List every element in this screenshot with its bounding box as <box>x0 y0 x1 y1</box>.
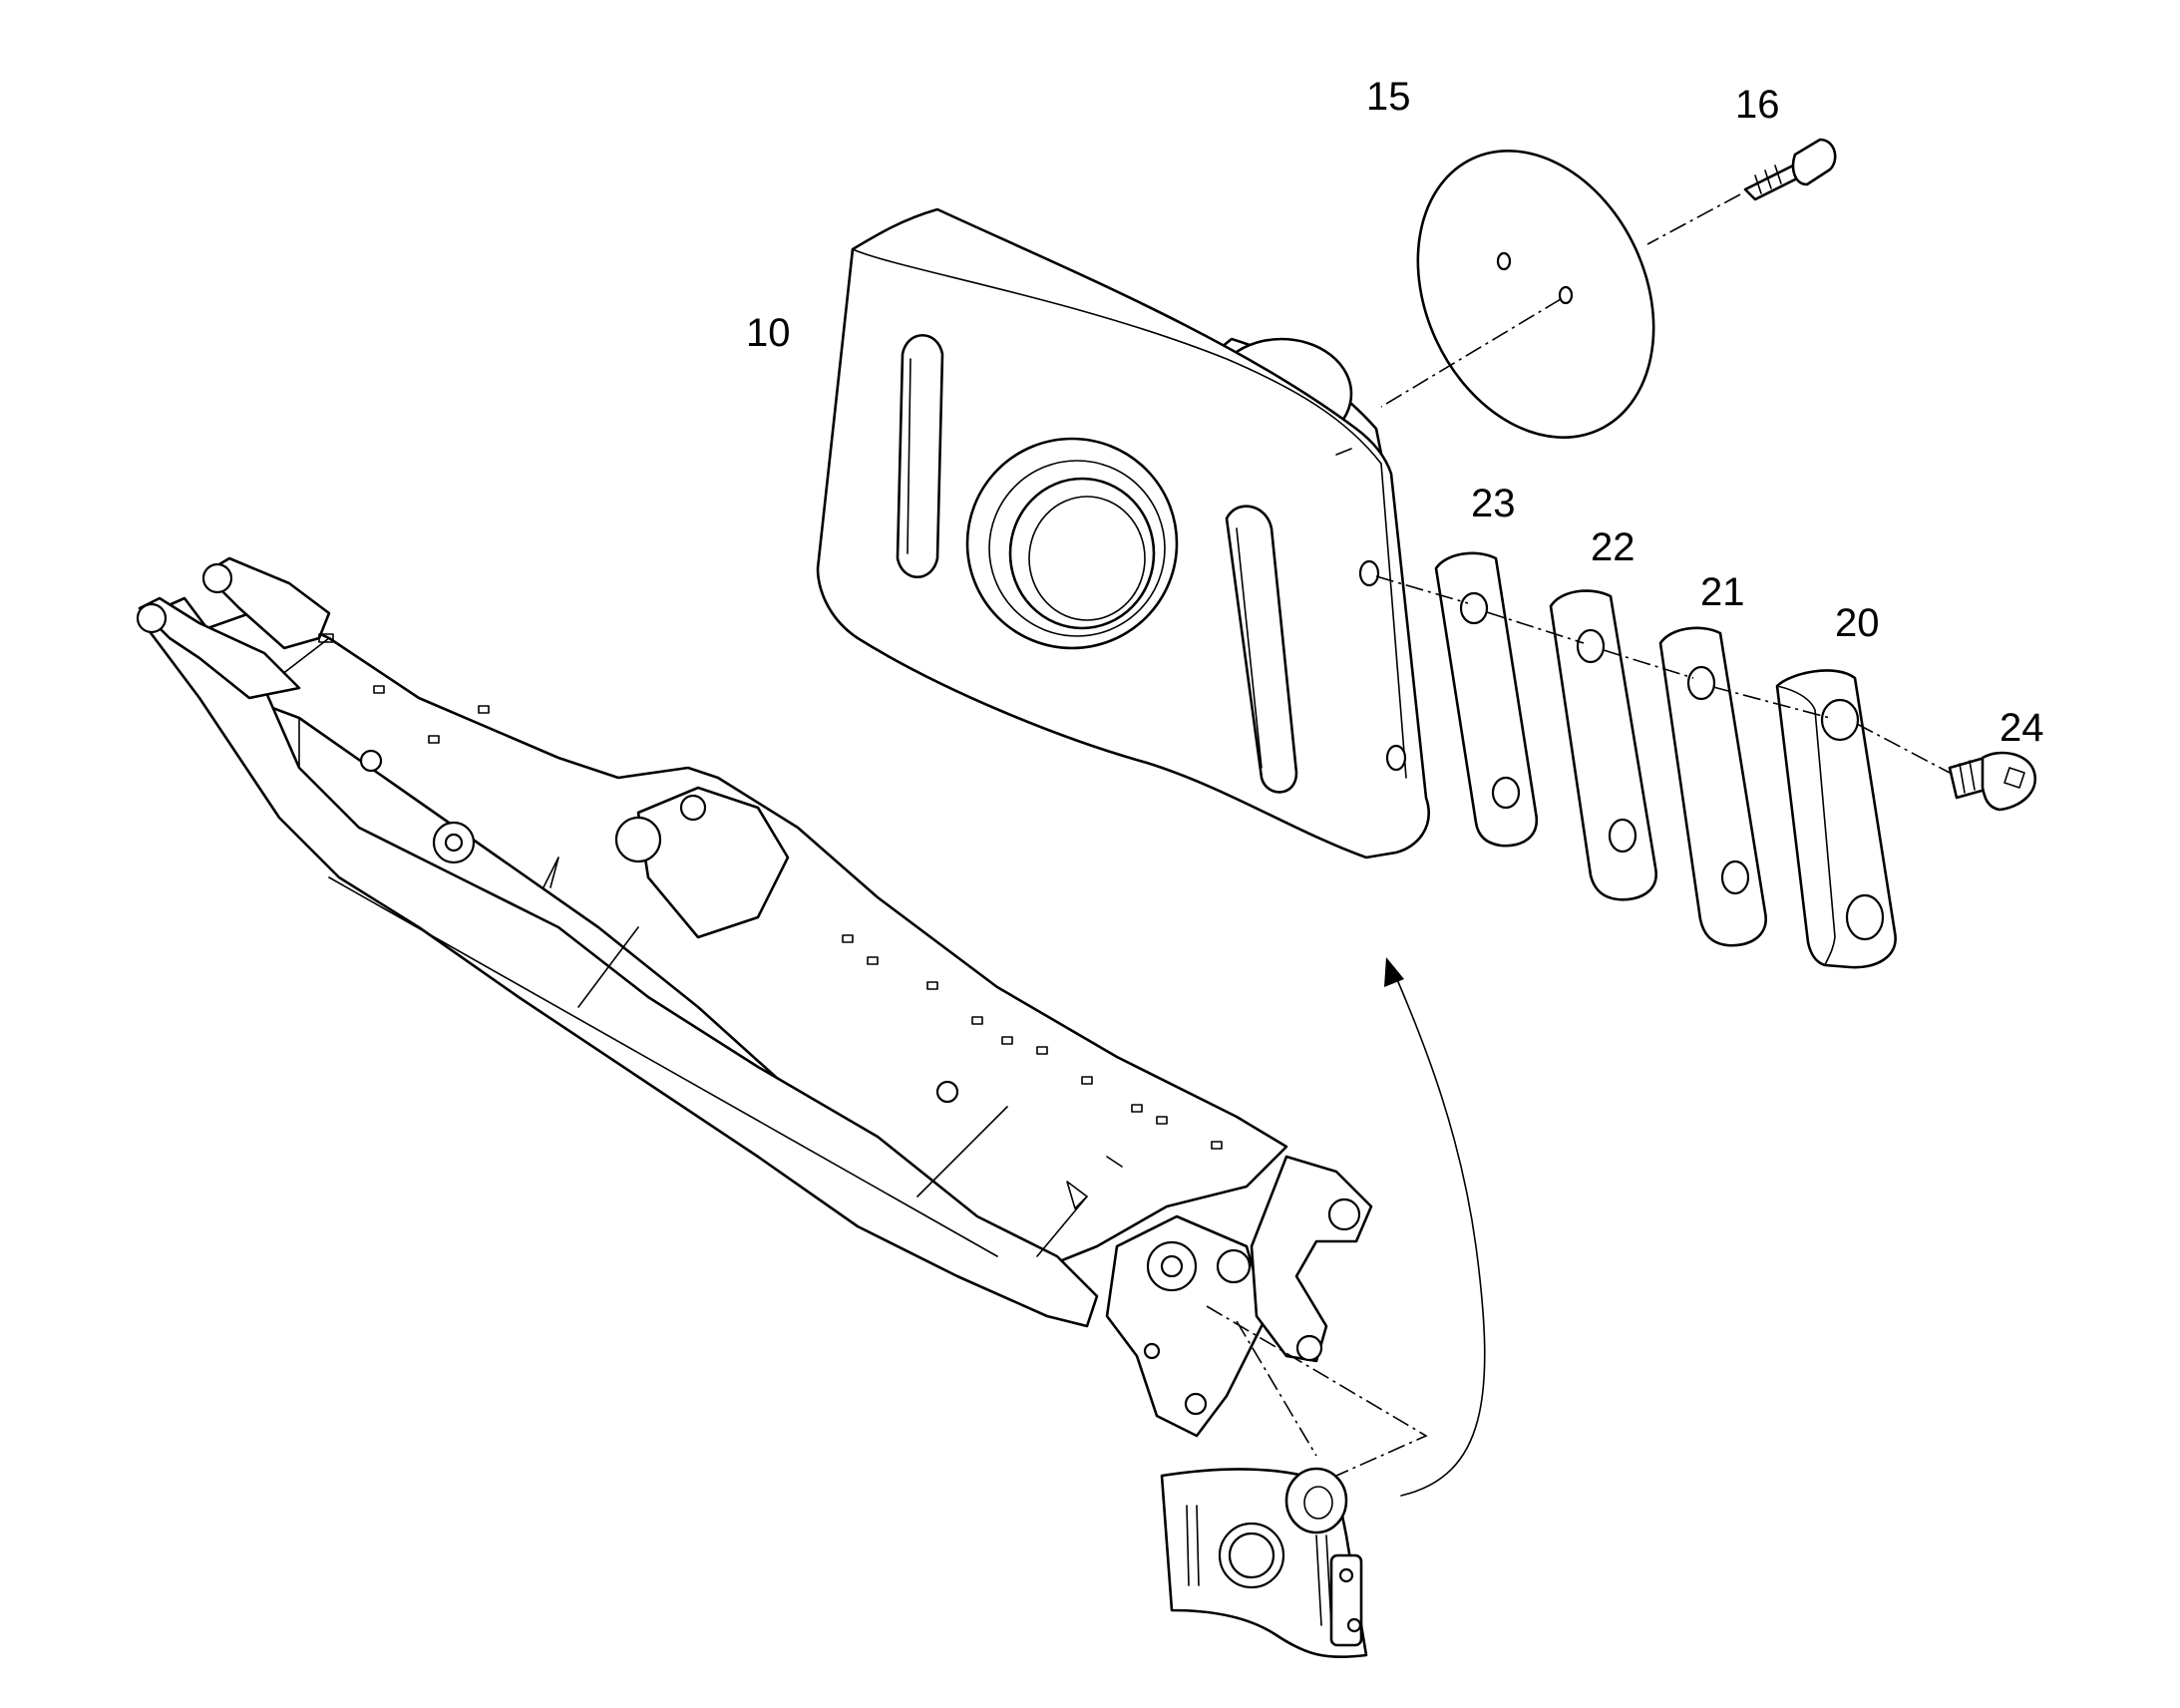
callout-16: 16 <box>1735 83 1780 127</box>
leader-disc-to-weight <box>1380 298 1562 408</box>
counterweight-part-10 <box>816 207 1430 859</box>
callout-20: 20 <box>1835 601 1880 645</box>
leader-boom-weight-lower <box>1236 1320 1317 1457</box>
callout-23: 23 <box>1471 482 1516 525</box>
leader-block-to-screw <box>1856 723 1951 774</box>
leader-boom-weight <box>1206 1305 1428 1477</box>
plate-part-21 <box>1658 626 1767 947</box>
screw-part-24 <box>1948 751 2037 812</box>
plate-part-23 <box>1434 551 1539 848</box>
bolt-part-16 <box>1743 138 1837 201</box>
callout-10: 10 <box>746 311 791 355</box>
disc-part-15 <box>1416 150 1655 439</box>
small-counterweight-assembly <box>1160 1467 1368 1659</box>
plate-part-22 <box>1549 589 1657 901</box>
boom-arm <box>136 556 1373 1438</box>
block-part-20 <box>1775 669 1897 969</box>
assembly-arrow <box>1384 957 1486 1497</box>
callout-21: 21 <box>1700 570 1745 614</box>
callout-15: 15 <box>1366 75 1411 119</box>
leader-weight-to-plates <box>1375 575 1469 604</box>
leader-plate23-to-22 <box>1486 611 1585 644</box>
callout-24: 24 <box>1999 706 2044 750</box>
leader-bolt-to-disc <box>1646 193 1741 245</box>
callout-22: 22 <box>1591 525 1635 569</box>
leader-plate22-to-21 <box>1603 649 1694 679</box>
leader-plate21-to-20 <box>1712 686 1831 719</box>
